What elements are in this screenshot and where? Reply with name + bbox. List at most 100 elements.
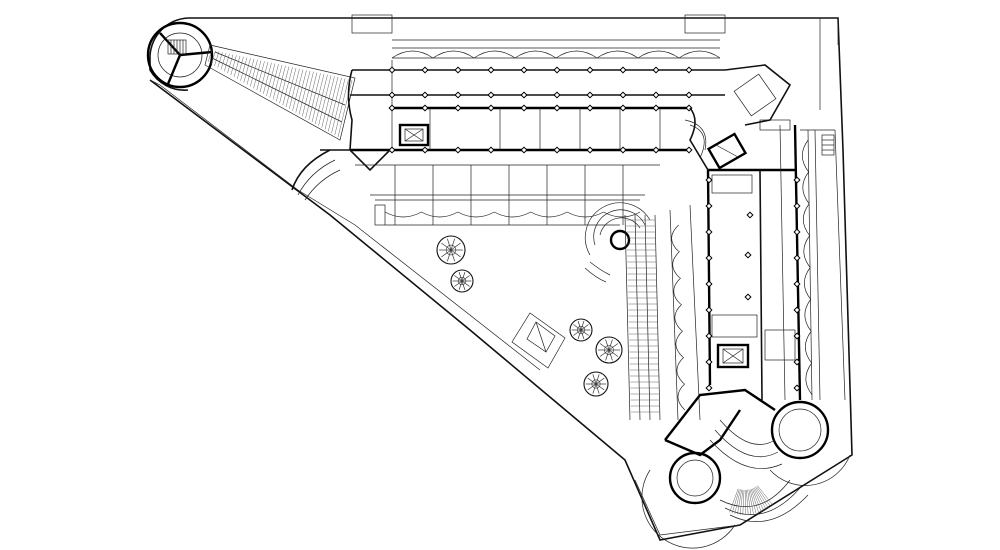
courtyard-pavilion	[511, 312, 566, 369]
amphitheatre-step-line	[747, 489, 752, 515]
structural-column	[652, 66, 660, 74]
structural-column	[520, 146, 528, 154]
structural-column	[421, 104, 429, 112]
tree-canopy-icon	[569, 318, 593, 342]
elevator-core-icon	[398, 123, 430, 147]
wedge-hatch-line	[253, 60, 262, 89]
north-east-hinge	[684, 64, 792, 171]
east-colonnade	[624, 204, 701, 421]
structural-column	[520, 66, 528, 74]
wedge-hatch-line	[285, 67, 297, 108]
wedge-hatch-line	[282, 67, 293, 106]
wedge-hatch-line	[298, 70, 311, 115]
wedge-hatch-line	[334, 79, 349, 136]
wedge-hatch-line	[321, 76, 335, 128]
amphitheatre-step-line	[752, 488, 762, 513]
structural-column	[586, 66, 594, 74]
wedge-hatch-line	[324, 76, 339, 130]
wedge-hatch-line	[214, 51, 220, 66]
structural-column	[619, 91, 627, 99]
amphitheatre-step-line	[746, 489, 749, 515]
structural-column	[705, 202, 713, 210]
structural-column	[793, 176, 801, 184]
structural-column	[793, 384, 801, 392]
structural-column	[705, 384, 713, 392]
structural-column	[705, 358, 713, 366]
structural-column	[586, 104, 594, 112]
structural-column	[793, 254, 801, 262]
courtyard-canopy	[355, 164, 660, 226]
wedge-hatch-line	[276, 65, 286, 102]
structural-column	[705, 306, 713, 314]
hatched-ramp-wedge	[204, 44, 356, 141]
structural-column	[685, 91, 693, 99]
wedge-hatch-line	[256, 61, 265, 91]
wedge-hatch-line	[233, 55, 241, 78]
structural-column	[705, 332, 713, 340]
wedge-hatch-line	[211, 50, 216, 64]
elevator-core-icon	[716, 343, 750, 369]
wedge-hatch-line	[227, 54, 234, 74]
structural-column	[388, 91, 396, 99]
structural-column	[793, 228, 801, 236]
north-wing	[347, 14, 726, 154]
wedge-hatch-line	[292, 69, 304, 111]
structural-column	[553, 91, 561, 99]
wedge-hatch-line	[305, 72, 318, 119]
structural-column	[705, 254, 713, 262]
south-rotundas	[634, 388, 851, 549]
structural-column	[705, 228, 713, 236]
amphitheatre-step-line	[749, 489, 757, 514]
amphitheatre-step-line	[737, 489, 742, 515]
wedge-hatch-line	[331, 78, 346, 134]
wedge-hatch-line	[250, 59, 258, 87]
wedge-hatch-line	[318, 75, 332, 126]
structural-column	[487, 91, 495, 99]
structural-column	[388, 146, 396, 154]
trees	[436, 235, 623, 397]
junction-wedge	[291, 149, 391, 201]
tree-canopy-icon	[595, 336, 623, 364]
structural-column	[746, 211, 754, 219]
structural-column	[793, 202, 801, 210]
structural-column	[793, 280, 801, 288]
wedge-hatch-line	[315, 74, 328, 124]
wedge-hatch-line	[337, 79, 353, 138]
wedge-hatch-line	[289, 68, 300, 109]
structural-column	[652, 104, 660, 112]
structural-column	[685, 66, 693, 74]
wedge-hatch-line	[220, 52, 227, 70]
wedge-hatch-line	[311, 73, 325, 123]
structural-column	[388, 104, 396, 112]
amphitheatre-step-line	[731, 489, 740, 514]
structural-column	[454, 104, 462, 112]
wedge-hatch-line	[237, 56, 244, 79]
structural-column	[793, 306, 801, 314]
wedge-hatch-line	[217, 52, 223, 68]
structural-column	[586, 146, 594, 154]
wedge-hatch-line	[240, 57, 248, 81]
amphitheatre-step-line	[755, 486, 769, 509]
wedge-hatch-line	[259, 61, 269, 93]
wedge-hatch-line	[295, 70, 307, 113]
wedge-hatch-line	[243, 58, 251, 83]
structural-column	[793, 358, 801, 366]
amphitheatre-step-line	[756, 486, 771, 507]
structural-column	[487, 146, 495, 154]
structural-column	[421, 91, 429, 99]
structural-column	[520, 91, 528, 99]
amphitheatre-step-line	[742, 489, 745, 515]
structural-column	[685, 146, 693, 154]
wedge-hatch-line	[224, 53, 230, 72]
wedge-hatch-line	[308, 73, 321, 121]
wedge-hatch-line	[279, 66, 290, 104]
structural-column	[619, 66, 627, 74]
structural-column	[553, 66, 561, 74]
structural-column	[454, 66, 462, 74]
structural-column	[487, 66, 495, 74]
wedge-hatch-line	[302, 71, 314, 117]
wedge-hatch-line	[246, 58, 255, 85]
amphitheatre-step-line	[753, 488, 764, 511]
east-wing	[705, 119, 846, 401]
